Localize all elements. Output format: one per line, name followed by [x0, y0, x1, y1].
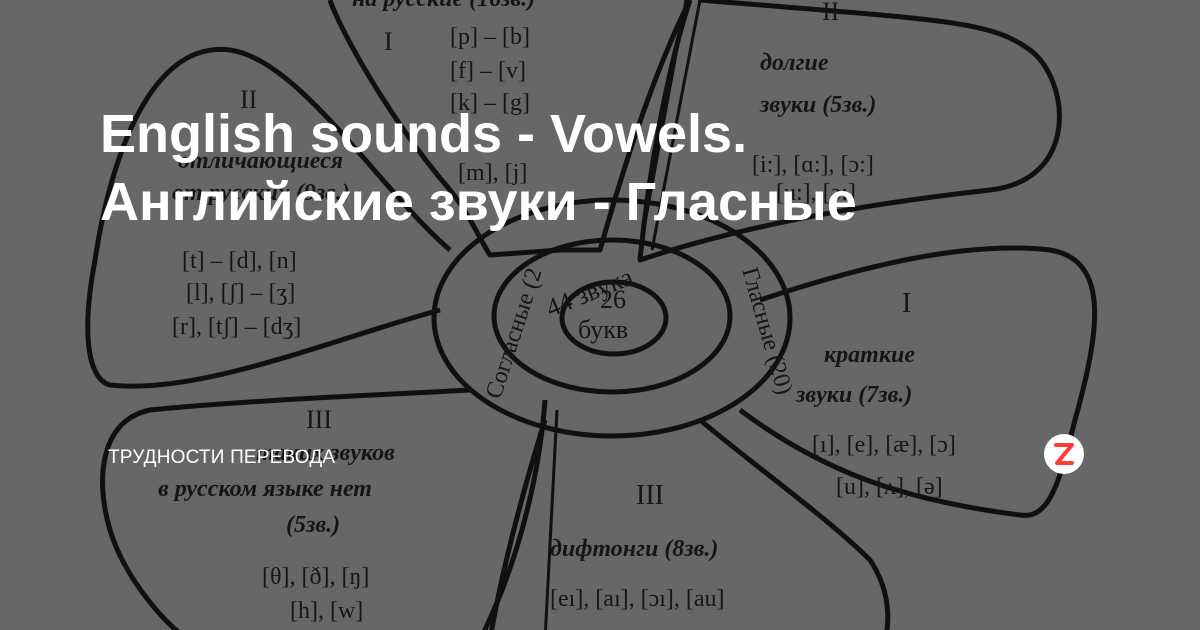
petal-b-line-1: [eı], [aı], [ɔı], [au]	[550, 586, 725, 612]
zen-logo-glyph	[1054, 443, 1074, 465]
petal-upper-right	[637, 0, 1062, 263]
middle-ring	[491, 237, 733, 395]
petal-ll-line-2: [h], [w]	[290, 598, 363, 624]
petal-ul-line-1: [t] – [d], [n]	[182, 248, 297, 274]
petal-ul-roman: II	[240, 85, 257, 114]
center-letter-number: 26	[600, 285, 626, 314]
inner-ring	[559, 279, 669, 357]
petal-ur-heading: долгие	[760, 50, 829, 76]
petal-ul-line-3: [r], [tʃ] – [dʒ]	[172, 314, 301, 340]
petal-r-line-2: [u], [ʌ], [ə]	[836, 474, 943, 500]
center-letter-word: букв	[578, 315, 628, 344]
petal-ur-roman: II	[822, 0, 839, 26]
petal-ul-heading: отличающиеся	[178, 148, 343, 174]
channel-name[interactable]: ТРУДНОСТИ ПЕРЕВОДА	[108, 447, 336, 468]
page-title: English sounds - Vowels. Английские звук…	[100, 100, 1100, 236]
stem-line-2	[650, 0, 702, 251]
stem-line-3	[544, 409, 559, 630]
petal-top-heading: на русские (16зв.)	[352, 0, 535, 12]
petal-b-roman: III	[636, 480, 664, 511]
petal-ll-roman: III	[306, 405, 332, 434]
petal-r-roman: I	[902, 288, 911, 319]
zen-logo-icon[interactable]	[1044, 434, 1084, 474]
petal-top-roman: I	[384, 27, 393, 56]
petal-ll-heading-3: (5зв.)	[286, 512, 340, 538]
petal-r-heading-2: звуки (7зв.)	[795, 382, 912, 408]
title-line-1: English sounds - Vowels.	[100, 104, 748, 164]
petal-ll-heading-2: в русском языке нет	[158, 476, 372, 502]
title-line-2: Английские звуки - Гласные	[100, 172, 857, 232]
petal-r-heading: краткие	[824, 342, 915, 368]
petal-top-line-2: [f] – [v]	[450, 58, 526, 84]
outer-ring	[431, 197, 793, 439]
petal-top-line-4: [m], [j]	[458, 160, 527, 186]
stem-line-1	[638, 0, 688, 251]
petal-b-heading: дифтонги (8зв.)	[550, 536, 718, 562]
petal-ul-heading-2: от русских (9зв.)	[172, 180, 350, 206]
petal-top-line-1: [p] – [b]	[450, 24, 530, 50]
petal-right	[738, 245, 1098, 518]
petal-upper-left	[85, 47, 452, 389]
petal-ur-line-2: [u:], [ə:]	[776, 180, 856, 206]
petal-r-line-1: [ı], [e], [æ], [ɔ]	[812, 432, 956, 458]
petal-ur-line-1: [i:], [ɑ:], [ɔ:]	[752, 152, 874, 178]
petal-ll-heading: таких звуков	[256, 440, 395, 466]
petal-ll-line-1: [θ], [ð], [ŋ]	[262, 564, 369, 590]
petal-lower-left	[100, 387, 548, 630]
petal-top-line-3: [k] – [g]	[450, 90, 530, 116]
petal-ul-line-2: [l], [ʃ] – [ʒ]	[186, 280, 295, 306]
petal-ur-heading-2: звуки (5зв.)	[759, 92, 876, 118]
petal-bottom	[489, 418, 891, 630]
